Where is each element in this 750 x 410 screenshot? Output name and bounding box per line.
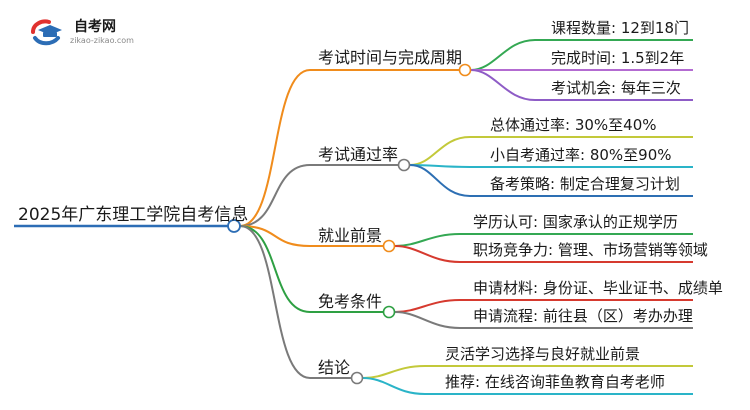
leaf-node-5-1[interactable]: 灵活学习选择与良好就业前景 (445, 345, 641, 363)
branch-node-1[interactable]: 考试时间与完成周期 (318, 48, 463, 67)
site-logo[interactable]: 自考网 zikao-zikao.com (30, 14, 140, 54)
connector-branch-leaf-3-2 (394, 245, 461, 263)
connector-branch-leaf-5-1 (362, 365, 426, 379)
leaf-node-5-2[interactable]: 推荐: 在线咨询菲鱼教育自考老师 (445, 373, 665, 391)
root-dot (227, 219, 241, 233)
root-node[interactable]: 2025年广东理工学院自考信息 (18, 205, 249, 225)
graduation-cap-icon (31, 19, 62, 46)
branch-node-3[interactable]: 就业前景 (318, 226, 383, 245)
connector-branch-leaf-2-1 (409, 136, 471, 166)
connector-branch-leaf-2-3 (409, 164, 471, 197)
connector-branch-leaf-3-1 (394, 233, 461, 247)
connector-branch-leaf-1-1 (470, 39, 536, 71)
connector-root-branch-2 (239, 164, 311, 227)
branch-dot-5 (350, 371, 364, 385)
branch-dot-1 (458, 63, 472, 77)
connector-branch-leaf-1-3 (470, 69, 536, 101)
leaf-node-2-1[interactable]: 总体通过率: 30%至40% (490, 116, 657, 134)
logo-url: zikao-zikao.com (70, 36, 134, 45)
leaf-node-3-2[interactable]: 职场竞争力: 管理、市场营销等领域 (473, 241, 708, 259)
logo-name: 自考网 (74, 19, 116, 35)
connector-branch-leaf-4-1 (394, 299, 461, 313)
connector-root-branch-4 (239, 225, 311, 313)
leaf-node-2-3[interactable]: 备考策略: 制定合理复习计划 (490, 175, 680, 193)
leaf-node-2-2[interactable]: 小自考通过率: 80%至90% (490, 146, 672, 164)
leaf-node-1-1[interactable]: 课程数量: 12到18门 (551, 19, 689, 37)
leaf-node-1-3[interactable]: 考试机会: 每年三次 (551, 79, 681, 97)
branch-dot-3 (382, 239, 396, 253)
branch-node-5[interactable]: 结论 (318, 358, 351, 377)
leaf-node-1-2[interactable]: 完成时间: 1.5到2年 (551, 49, 685, 67)
branch-node-2[interactable]: 考试通过率 (318, 145, 399, 164)
connector-branch-leaf-4-2 (394, 311, 461, 329)
branch-dot-4 (382, 305, 396, 319)
branch-node-4[interactable]: 免考条件 (318, 292, 383, 311)
leaf-node-4-2[interactable]: 申请流程: 前往县（区）考办办理 (473, 307, 693, 325)
connector-branch-leaf-5-2 (362, 377, 426, 395)
connector-root-branch-1 (239, 69, 311, 227)
branch-dot-2 (397, 158, 411, 172)
connector-root-branch-5 (239, 225, 311, 379)
leaf-node-4-1[interactable]: 申请材料: 身份证、毕业证书、成绩单 (473, 279, 723, 297)
leaf-node-3-1[interactable]: 学历认可: 国家承认的正规学历 (473, 213, 678, 231)
connector-root-branch-3 (239, 225, 311, 247)
